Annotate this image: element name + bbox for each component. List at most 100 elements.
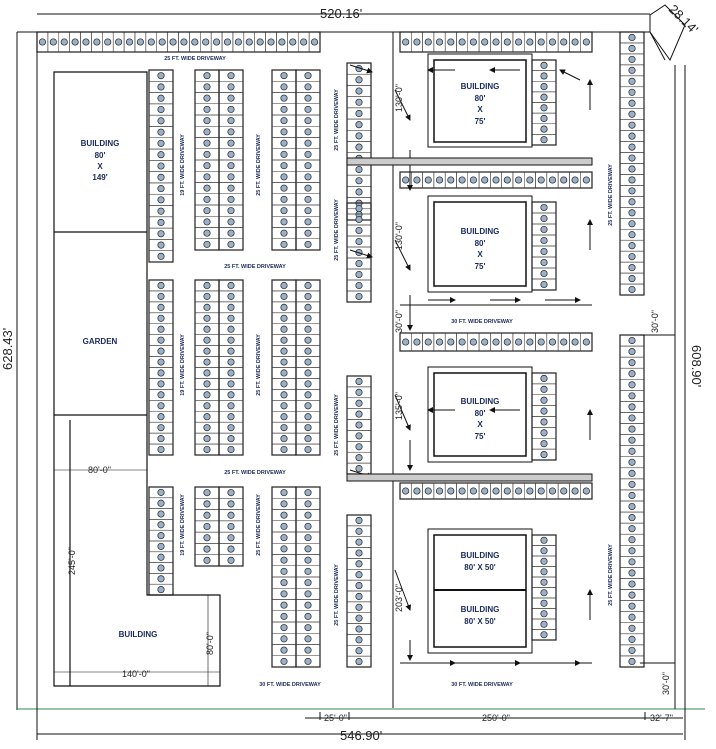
storage-unit — [531, 234, 557, 247]
storage-unit — [271, 148, 297, 161]
storage-unit — [218, 378, 244, 390]
storage-unit — [295, 238, 321, 251]
storage-unit — [271, 498, 297, 510]
storage-unit — [218, 216, 244, 228]
building-2-label: BUILDING — [461, 227, 500, 236]
storage-unit — [346, 525, 372, 537]
storage-unit — [271, 182, 297, 194]
storage-unit — [271, 588, 297, 600]
storage-unit — [271, 279, 297, 292]
storage-unit — [271, 171, 297, 183]
storage-unit — [194, 137, 220, 149]
storage-unit — [346, 235, 372, 248]
storage-unit — [619, 600, 645, 612]
storage-unit — [295, 367, 321, 379]
storage-unit — [271, 126, 297, 138]
storage-unit — [295, 312, 321, 324]
storage-unit — [194, 432, 220, 445]
storage-unit — [531, 223, 557, 236]
storage-unit — [265, 31, 277, 53]
storage-unit — [194, 421, 220, 434]
storage-unit — [478, 31, 491, 53]
building-3-width: 80' — [475, 409, 486, 418]
storage-unit — [271, 345, 297, 357]
storage-unit — [346, 268, 372, 281]
storage-unit — [271, 159, 297, 172]
dim-30-a: 30'-0" — [394, 310, 404, 333]
storage-unit — [271, 238, 297, 251]
storage-unit — [346, 547, 372, 559]
storage-unit — [148, 216, 174, 229]
storage-unit — [271, 312, 297, 324]
storage-unit — [557, 332, 570, 352]
storage-unit — [243, 31, 255, 53]
storage-unit — [218, 411, 244, 423]
driveway-label-v25-g: 25 FT. WIDE DRIVEWAY — [334, 564, 340, 626]
storage-unit — [619, 556, 645, 568]
storage-unit — [148, 227, 174, 240]
storage-unit — [148, 103, 174, 116]
storage-unit — [531, 416, 557, 428]
storage-unit — [194, 345, 220, 357]
building-main-x: X — [97, 162, 103, 171]
storage-unit — [619, 42, 645, 55]
storage-unit — [194, 103, 220, 116]
storage-unit — [271, 323, 297, 335]
storage-unit — [148, 400, 174, 412]
storage-unit — [295, 520, 321, 533]
storage-unit — [433, 332, 446, 352]
dim-bottom: 546.90' — [340, 728, 382, 743]
building-3-height: 75' — [475, 432, 486, 441]
storage-unit — [531, 566, 557, 578]
dim-250: 250'-0" — [482, 713, 510, 723]
storage-unit — [444, 332, 457, 352]
storage-unit — [399, 31, 412, 53]
storage-unit — [557, 482, 570, 500]
storage-unit — [112, 31, 125, 53]
storage-unit — [456, 171, 469, 189]
storage-unit — [346, 612, 372, 624]
dim-80-w: 80'-0" — [88, 465, 111, 475]
storage-unit — [478, 482, 491, 500]
storage-unit — [546, 31, 559, 53]
storage-unit — [295, 610, 321, 623]
storage-unit — [148, 367, 174, 379]
storage-unit — [619, 174, 645, 186]
storage-unit — [276, 31, 288, 53]
storage-unit — [295, 655, 321, 668]
storage-unit — [346, 174, 372, 187]
storage-unit — [411, 332, 423, 352]
storage-unit — [619, 196, 645, 208]
storage-unit — [619, 478, 645, 491]
storage-unit — [531, 405, 557, 417]
storage-unit — [619, 31, 645, 44]
storage-unit — [218, 356, 244, 368]
storage-unit — [295, 531, 321, 544]
storage-unit — [271, 103, 297, 116]
storage-unit — [148, 301, 174, 314]
storage-unit — [69, 31, 81, 53]
storage-unit — [531, 448, 557, 461]
storage-unit — [148, 562, 174, 574]
storage-unit — [189, 31, 201, 53]
storage-unit — [271, 193, 297, 206]
storage-unit — [271, 69, 297, 82]
storage-unit — [297, 31, 310, 53]
storage-unit — [346, 579, 372, 592]
storage-unit — [36, 31, 49, 53]
storage-unit — [569, 482, 581, 500]
storage-unit — [467, 482, 480, 500]
storage-unit — [194, 92, 220, 104]
storage-unit — [346, 569, 372, 581]
storage-unit — [295, 599, 321, 611]
storage-unit — [218, 367, 244, 379]
storage-unit — [501, 31, 514, 53]
storage-unit — [619, 522, 645, 535]
storage-unit — [512, 171, 525, 189]
storage-unit — [148, 583, 174, 596]
storage-unit — [232, 31, 245, 53]
storage-unit — [531, 427, 557, 439]
storage-unit — [619, 64, 645, 77]
storage-unit — [295, 334, 321, 346]
storage-unit — [145, 31, 157, 53]
